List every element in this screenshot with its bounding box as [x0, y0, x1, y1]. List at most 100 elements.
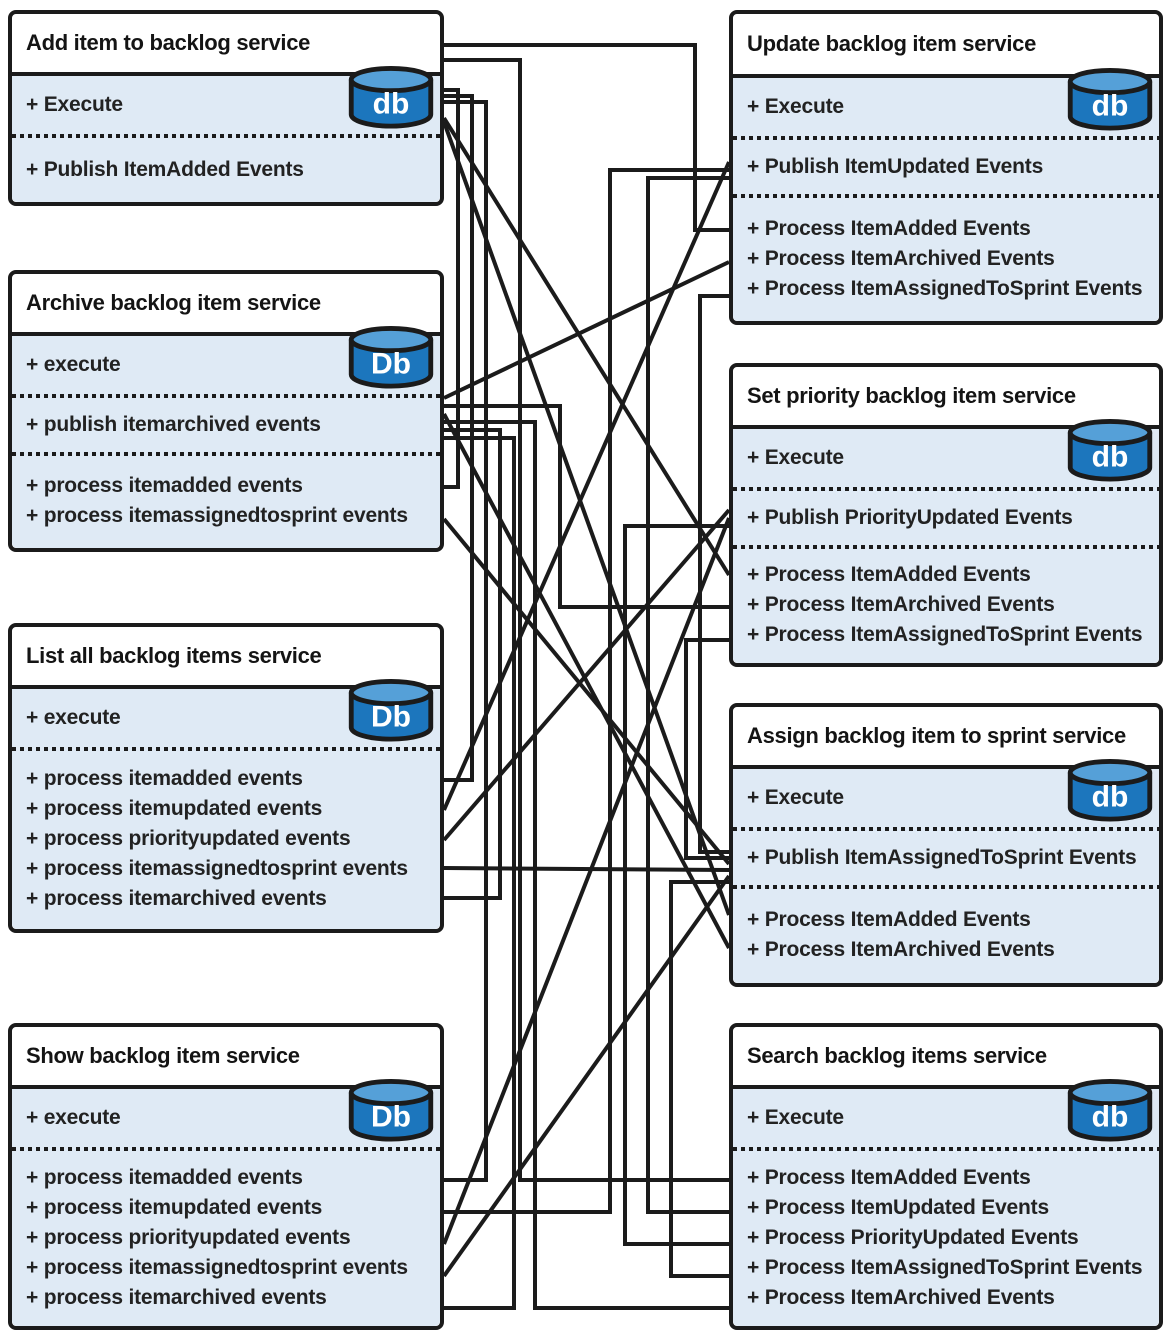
member-row: + process itemupdated events	[26, 1195, 323, 1219]
member-row: + Process ItemAssignedToSprint Events	[747, 623, 1143, 646]
connection-line-itemassignedtosprint	[669, 880, 729, 1278]
connection-line-itemassignedtosprint	[442, 517, 731, 866]
compartment: + Execute	[733, 429, 1159, 487]
compartment: + process itemadded events+ process item…	[12, 456, 440, 548]
compartment: + Execute	[733, 1089, 1159, 1147]
database-cylinder-top	[348, 679, 434, 707]
member-row: + process itemassignedtosprint events	[26, 504, 408, 527]
service-box-search: Search backlog items service + Execute + …	[729, 1023, 1163, 1330]
service-title: Add item to backlog service	[12, 14, 440, 76]
service-title: Assign backlog item to sprint service	[733, 707, 1159, 769]
database-cylinder-top	[1067, 419, 1153, 447]
service-compartments: + Execute + Publish ItemUpdated Events + P…	[733, 78, 1159, 321]
connection-line-itemadded	[442, 116, 731, 577]
database-label: db	[373, 88, 410, 121]
connection-line-itemassignedtosprint	[684, 638, 729, 860]
database-label: db	[1092, 441, 1129, 474]
connection-line-itemassignedtosprint	[442, 874, 731, 1278]
member-row: + process priorityupdated events	[26, 1225, 351, 1249]
member-row: + Process ItemArchived Events	[747, 593, 1055, 616]
dotted-separator	[733, 885, 1159, 889]
database-icon: db	[1063, 419, 1157, 483]
database-icon: db	[1063, 68, 1157, 132]
member-row: + Process ItemAdded Events	[747, 1165, 1031, 1189]
compartment: + Process ItemAdded Events + Process Item…	[733, 889, 1159, 983]
connection-line-itemarchived	[444, 428, 502, 900]
member-row: + Execute	[747, 95, 844, 118]
service-title: Search backlog items service	[733, 1027, 1159, 1089]
database-label: db	[1092, 1101, 1129, 1134]
member-row: + Process ItemAssignedToSprint Events	[747, 276, 1143, 300]
database-cylinder-top	[348, 326, 434, 354]
database-cylinder-icon: db	[348, 66, 434, 129]
compartment: + Publish ItemAssignedToSprint Events	[733, 831, 1159, 885]
member-row: + Process ItemUpdated Events	[747, 1195, 1049, 1219]
compartment: + Publish ItemUpdated Events	[733, 140, 1159, 194]
dotted-separator	[733, 1147, 1159, 1151]
connection-line-itemadded	[444, 43, 729, 232]
compartment: + Execute	[733, 769, 1159, 827]
connection-line-itemarchived	[444, 420, 729, 1310]
member-row: + Process ItemAdded Events	[747, 563, 1031, 586]
database-cylinder-icon: db	[1067, 1079, 1153, 1142]
member-row: + Process ItemArchived Events	[747, 938, 1055, 961]
member-row: + Execute	[26, 93, 123, 116]
connection-line-itemadded	[444, 88, 460, 489]
service-title: Update backlog item service	[733, 14, 1159, 78]
dotted-separator	[12, 452, 440, 456]
service-box-list-all: List all backlog items service + execute…	[8, 623, 444, 933]
service-box-update: Update backlog item service + Execute + P…	[729, 10, 1163, 325]
connection-line-itemupdated	[444, 168, 729, 1214]
compartment: + execute	[12, 689, 440, 747]
connection-line-itemupdated	[442, 161, 731, 811]
member-row: + process priorityupdated events	[26, 827, 351, 850]
member-row: + process itemadded events	[26, 1165, 303, 1189]
database-cylinder-icon: db	[1067, 759, 1153, 822]
compartment: + Publish ItemAdded Events	[12, 138, 440, 202]
connection-line-itemarchived	[443, 260, 730, 400]
service-title: Archive backlog item service	[12, 274, 440, 336]
database-icon: db	[1063, 759, 1157, 823]
dotted-separator	[733, 545, 1159, 549]
database-cylinder-icon: db	[1067, 419, 1153, 482]
member-row: + Publish PriorityUpdated Events	[747, 506, 1073, 529]
member-row: + process itemassignedtosprint events	[26, 1255, 408, 1279]
service-box-set-priority: Set priority backlog item service + Exec…	[729, 363, 1163, 667]
member-row: + Process ItemAdded Events	[747, 908, 1031, 931]
dotted-separator	[733, 827, 1159, 831]
member-row: + process itemarchived events	[26, 887, 327, 910]
member-row: + execute	[26, 706, 121, 729]
database-icon: db	[344, 66, 438, 130]
dotted-separator	[12, 134, 440, 138]
service-box-show: Show backlog item service + execute+ pro…	[8, 1023, 444, 1330]
connection-line-priorityupdated	[442, 508, 731, 842]
database-cylinder-icon: Db	[348, 326, 434, 389]
database-icon: db	[1063, 1079, 1157, 1143]
member-row: + Process ItemAdded Events	[747, 216, 1031, 240]
connection-line-itemarchived	[444, 436, 516, 1310]
compartment: + process itemadded events + process item…	[12, 751, 440, 929]
member-row: + Publish ItemAssignedToSprint Events	[747, 846, 1137, 869]
database-label: db	[1092, 90, 1129, 123]
database-label: Db	[371, 348, 411, 381]
member-row: + Process ItemArchived Events	[747, 246, 1055, 270]
service-title: Show backlog item service	[12, 1027, 440, 1089]
database-cylinder-top	[348, 1079, 434, 1107]
member-row: + Process PriorityUpdated Events	[747, 1225, 1079, 1249]
dotted-separator	[12, 1147, 440, 1151]
dotted-separator	[733, 136, 1159, 140]
service-title: Set priority backlog item service	[733, 367, 1159, 429]
database-label: db	[1092, 781, 1129, 814]
member-row: + process itemupdated events	[26, 797, 323, 820]
member-row: + Execute	[747, 1106, 844, 1129]
database-cylinder-top	[1067, 1079, 1153, 1107]
member-row: + process itemadded events	[26, 767, 303, 790]
database-icon: Db	[344, 326, 438, 390]
dotted-separator	[733, 487, 1159, 491]
compartment: + publish itemarchived events	[12, 398, 440, 452]
compartment: + Process ItemAdded Events + Process Item…	[733, 549, 1159, 663]
connection-line-itemadded	[442, 121, 731, 916]
database-cylinder-top	[1067, 68, 1153, 96]
